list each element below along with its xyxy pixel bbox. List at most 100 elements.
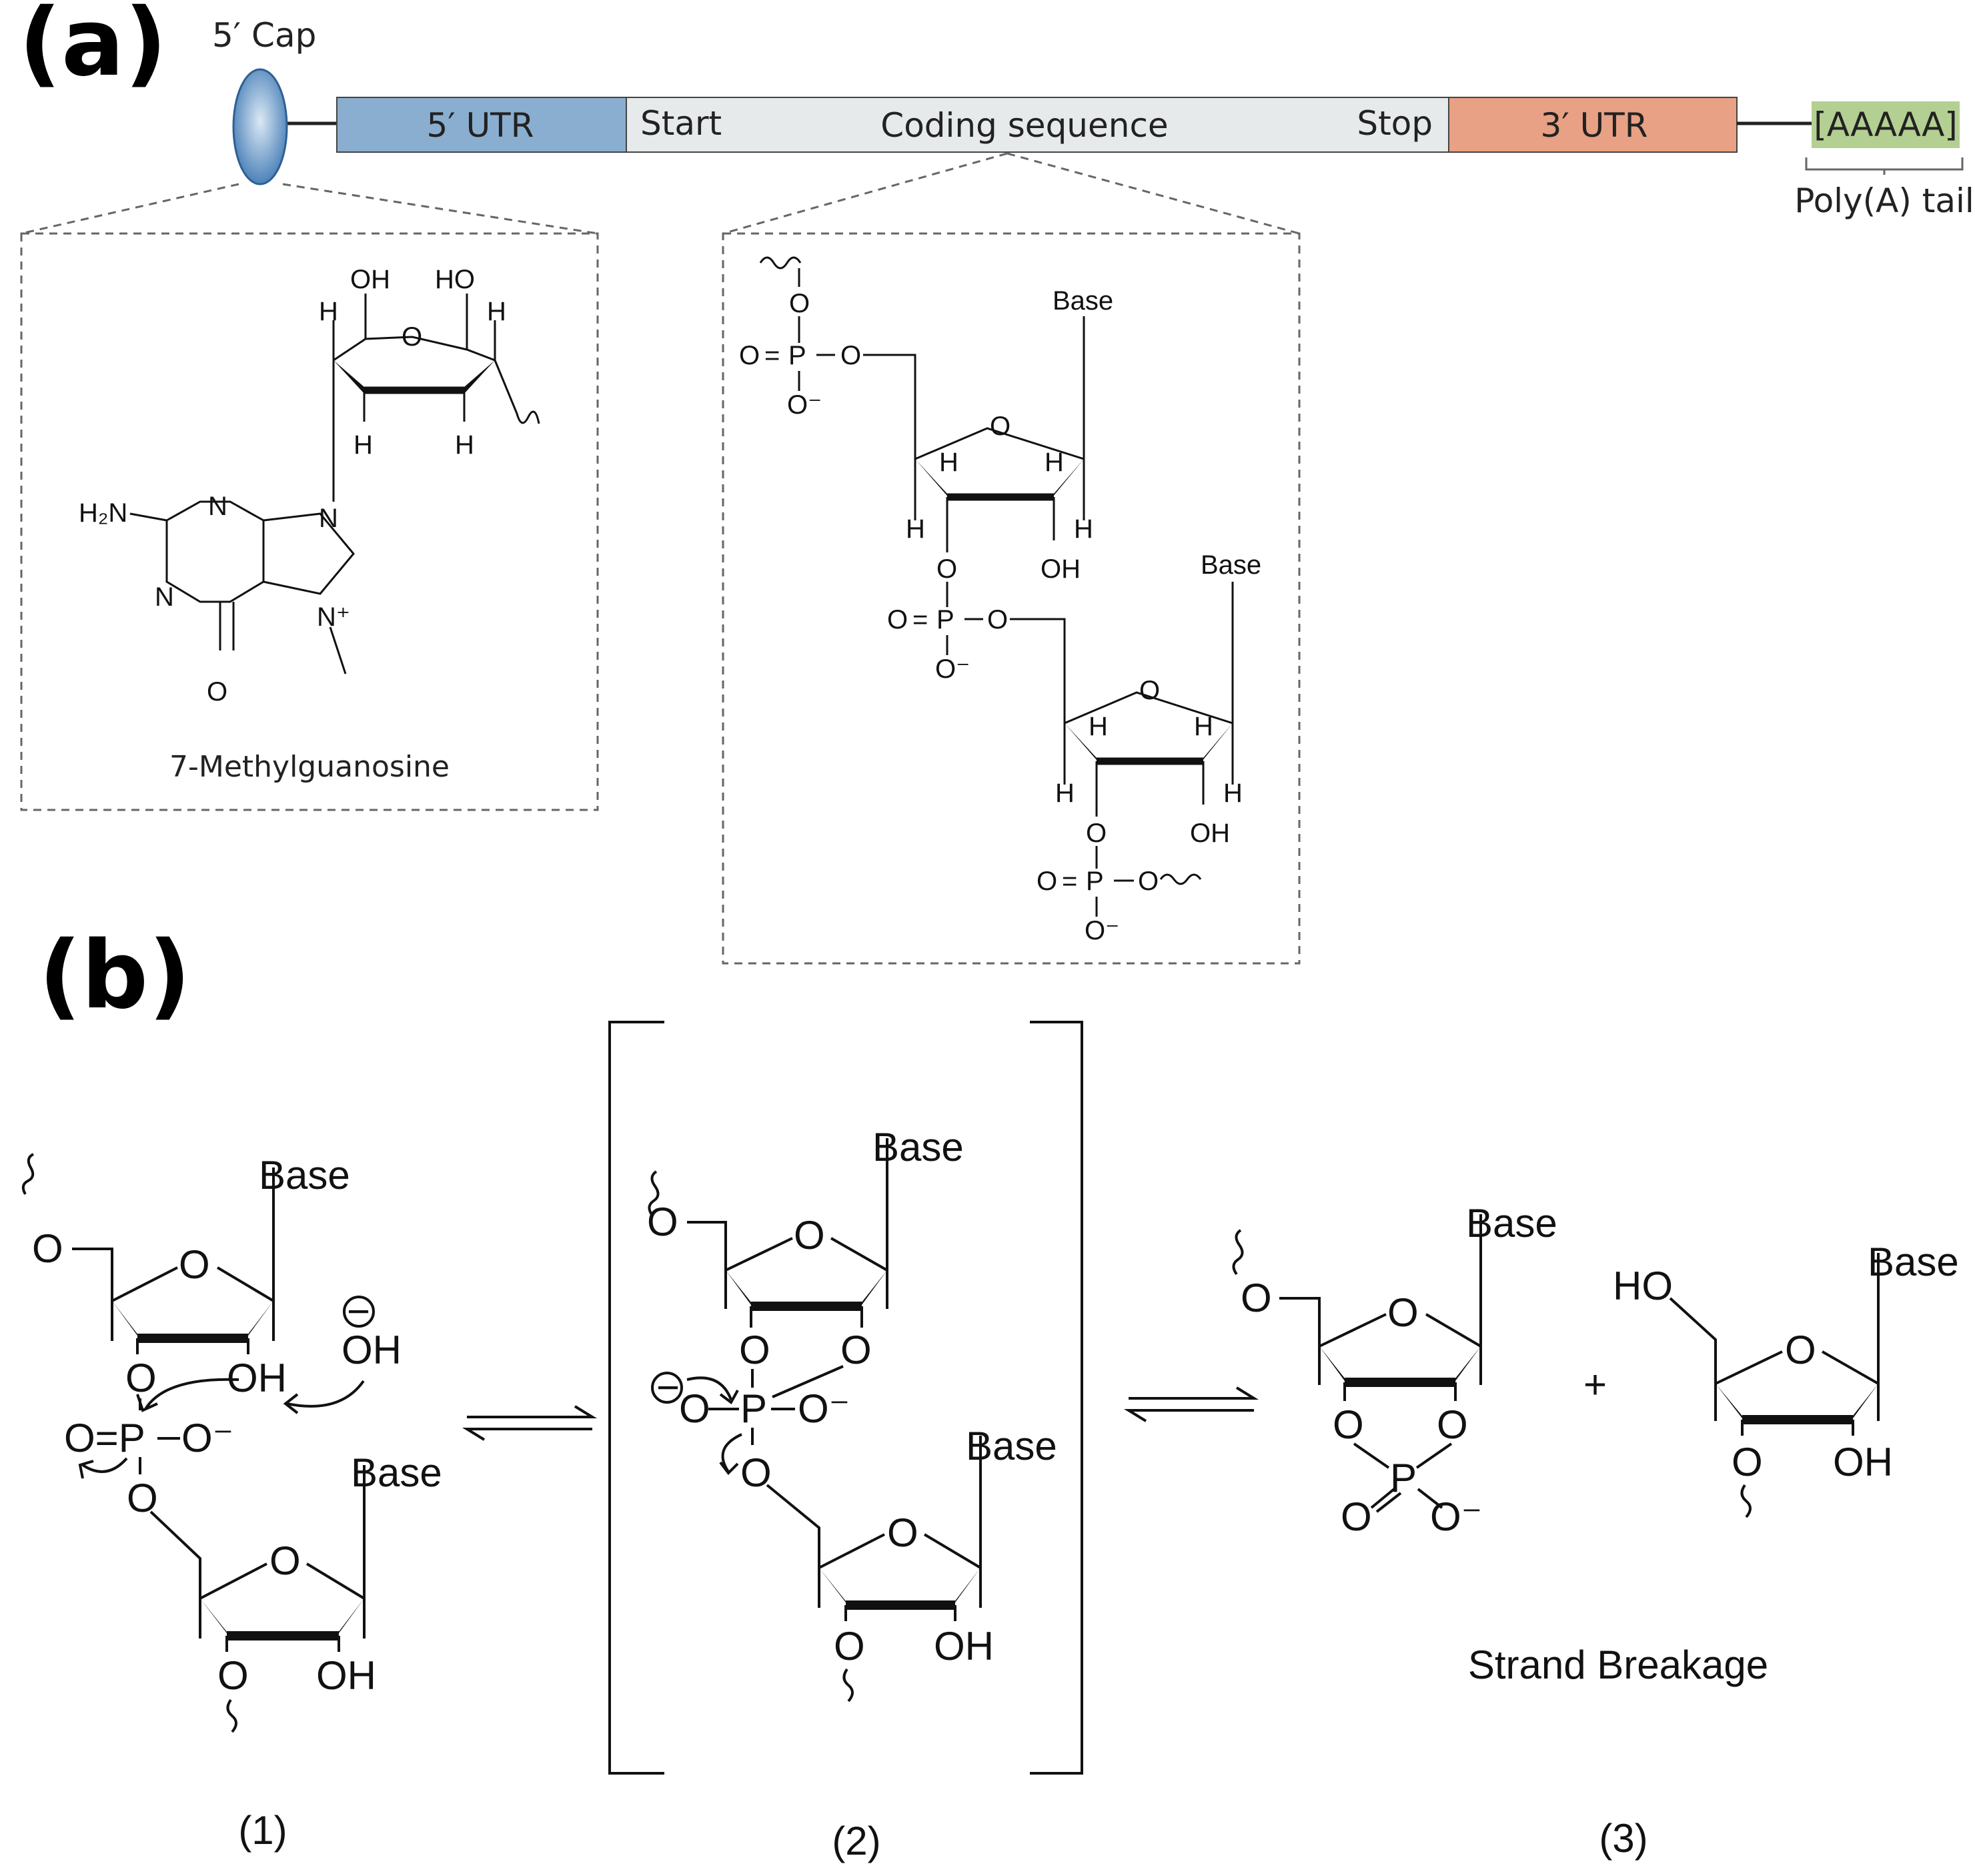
backbone-base-1: Base bbox=[1053, 286, 1113, 316]
eq1-forward bbox=[467, 1405, 598, 1418]
s2-arrow-top bbox=[686, 1376, 739, 1404]
backbone-p-1: P bbox=[788, 341, 806, 370]
backbone-ominus-1: O⁻ bbox=[787, 390, 822, 420]
eq2-forward bbox=[1129, 1386, 1259, 1400]
mrna-bar: 5′ Cap 5′ UTR Start Coding sequence Stop… bbox=[212, 16, 1974, 220]
backbone-zoom-box bbox=[722, 232, 1301, 965]
s2-minus-circle bbox=[651, 1372, 683, 1404]
structure-3-fragment: HO Base O O OH bbox=[1613, 1240, 1959, 1518]
cap-n-1: N bbox=[208, 492, 227, 521]
s3a-wavy bbox=[1232, 1229, 1244, 1276]
s1-phosphate: O=P bbox=[64, 1416, 145, 1460]
panel-a-label: (a) bbox=[19, 0, 167, 97]
s2-oh-2prime-2: OH bbox=[934, 1624, 994, 1669]
cap-n-plus: N⁺ bbox=[317, 602, 350, 632]
cap-h-2: H bbox=[487, 297, 506, 326]
s3b-ring-o: O bbox=[1785, 1328, 1816, 1372]
s3b-o-3prime: O bbox=[1732, 1440, 1763, 1484]
plus-sign: + bbox=[1583, 1362, 1607, 1407]
backbone-h-7: H bbox=[1055, 779, 1075, 808]
s2-ominus-right: O⁻ bbox=[798, 1386, 850, 1431]
s1-base-1: Base bbox=[259, 1153, 350, 1198]
backbone-o-5: O bbox=[887, 605, 908, 634]
cap-ribose-bonds bbox=[332, 294, 540, 424]
s2-o-left: O bbox=[679, 1386, 710, 1431]
cap-ho: HO bbox=[435, 265, 475, 294]
backbone-h-4: H bbox=[1074, 514, 1093, 544]
s3a-o-5prime: O bbox=[1241, 1276, 1272, 1320]
cap-label: 5′ Cap bbox=[212, 16, 316, 55]
polya-tail-label: Poly(A) tail bbox=[1794, 181, 1974, 220]
backbone-wavy-top bbox=[759, 256, 802, 270]
cap-ribose-ring bbox=[333, 336, 496, 362]
backbone-o-8: O bbox=[1037, 867, 1057, 896]
s2-o-3prime: O bbox=[739, 1328, 770, 1372]
backbone-ring-o-2: O bbox=[1139, 676, 1160, 705]
backbone-eq-1: = bbox=[764, 341, 780, 370]
polya-bracket bbox=[1805, 157, 1964, 175]
s1-sub-bonds-bottom bbox=[225, 1636, 340, 1652]
s1-ring-o-2: O bbox=[269, 1538, 301, 1583]
polya-seq-label: [AAAAA] bbox=[1814, 105, 1958, 144]
backbone-o-4: O bbox=[936, 554, 957, 584]
backbone-h-8: H bbox=[1223, 779, 1243, 808]
s3a-bonds bbox=[1279, 1214, 1482, 1385]
backbone-p2-bonds bbox=[946, 582, 1066, 723]
step-3-label: (3) bbox=[1599, 1816, 1648, 1861]
backbone-p1-bonds bbox=[798, 316, 916, 459]
backbone-o-9: O bbox=[1138, 867, 1159, 896]
cap-structure-name: 7-Methylguanosine bbox=[169, 750, 450, 784]
zoom-guides bbox=[20, 152, 1301, 965]
cap-oh: OH bbox=[350, 265, 390, 294]
cap-zoom-box bbox=[20, 232, 599, 811]
s2-ring-o-2: O bbox=[887, 1510, 918, 1555]
backbone-h-5: H bbox=[1089, 712, 1108, 741]
step-2-label: (2) bbox=[832, 1819, 880, 1863]
s1-arrow-hydroxide bbox=[283, 1380, 365, 1414]
backbone-o-3: O bbox=[840, 341, 861, 370]
s2-wavy-bottom bbox=[842, 1668, 854, 1703]
backbone-h-2: H bbox=[1045, 448, 1064, 477]
s2-bonds-top bbox=[687, 1138, 888, 1309]
s3a-o-double: O bbox=[1341, 1494, 1372, 1539]
strand-breakage-label: Strand Breakage bbox=[1468, 1643, 1768, 1687]
s2-p-side-bonds bbox=[708, 1408, 795, 1445]
s3a-base: Base bbox=[1466, 1201, 1557, 1246]
panel-b-label: (b) bbox=[39, 921, 191, 1030]
s1-oh-2prime-2: OH bbox=[316, 1653, 376, 1698]
cap-h-1: H bbox=[319, 297, 338, 326]
s3b-ho: HO bbox=[1613, 1264, 1673, 1308]
s2-sub-bonds-bottom bbox=[844, 1605, 956, 1621]
s2-ring-o-1: O bbox=[794, 1213, 825, 1258]
equilibrium-arrow-1 bbox=[462, 1405, 598, 1441]
s2-phosphorus: P bbox=[740, 1386, 767, 1431]
s2-o-bridge: O bbox=[740, 1450, 772, 1495]
cap-guanine-amine bbox=[129, 512, 167, 522]
s1-wavy bbox=[21, 1153, 35, 1195]
s2-base-2: Base bbox=[966, 1424, 1057, 1468]
s1-o-5prime: O bbox=[32, 1226, 63, 1271]
panel-b: (b) O Base O O OH − OH O=P O⁻ O bbox=[21, 921, 1959, 1863]
s3b-base: Base bbox=[1868, 1240, 1959, 1284]
s2-base-1: Base bbox=[872, 1125, 964, 1169]
s2-o-5prime: O bbox=[647, 1200, 678, 1244]
s1-phosphate-ominus: O⁻ bbox=[181, 1416, 233, 1460]
backbone-base-2: Base bbox=[1201, 550, 1261, 580]
cap-carbonyl-o: O bbox=[207, 677, 227, 707]
s3a-ring-o: O bbox=[1387, 1290, 1419, 1335]
backbone-h-1: H bbox=[939, 448, 958, 477]
s1-wavy-bottom bbox=[226, 1699, 237, 1733]
backbone-sugar-2-subs bbox=[1095, 761, 1205, 817]
cap-ribose-wedge-right bbox=[464, 360, 495, 394]
backbone-p-3: P bbox=[1086, 867, 1104, 896]
s1-bonds-bottom bbox=[149, 1465, 366, 1638]
utr5-label: 5′ UTR bbox=[427, 106, 534, 145]
stop-label: Stop bbox=[1357, 104, 1433, 143]
s1-o-3prime: O bbox=[125, 1356, 157, 1400]
s2-bonds-bottom bbox=[766, 1436, 982, 1608]
cap-n-3: N bbox=[319, 504, 338, 533]
s1-o-3prime-2: O bbox=[217, 1653, 249, 1698]
s1-arrow-phosphate bbox=[78, 1457, 128, 1479]
s1-minus-circle bbox=[343, 1296, 375, 1328]
backbone-zoom-lines bbox=[722, 152, 1300, 235]
